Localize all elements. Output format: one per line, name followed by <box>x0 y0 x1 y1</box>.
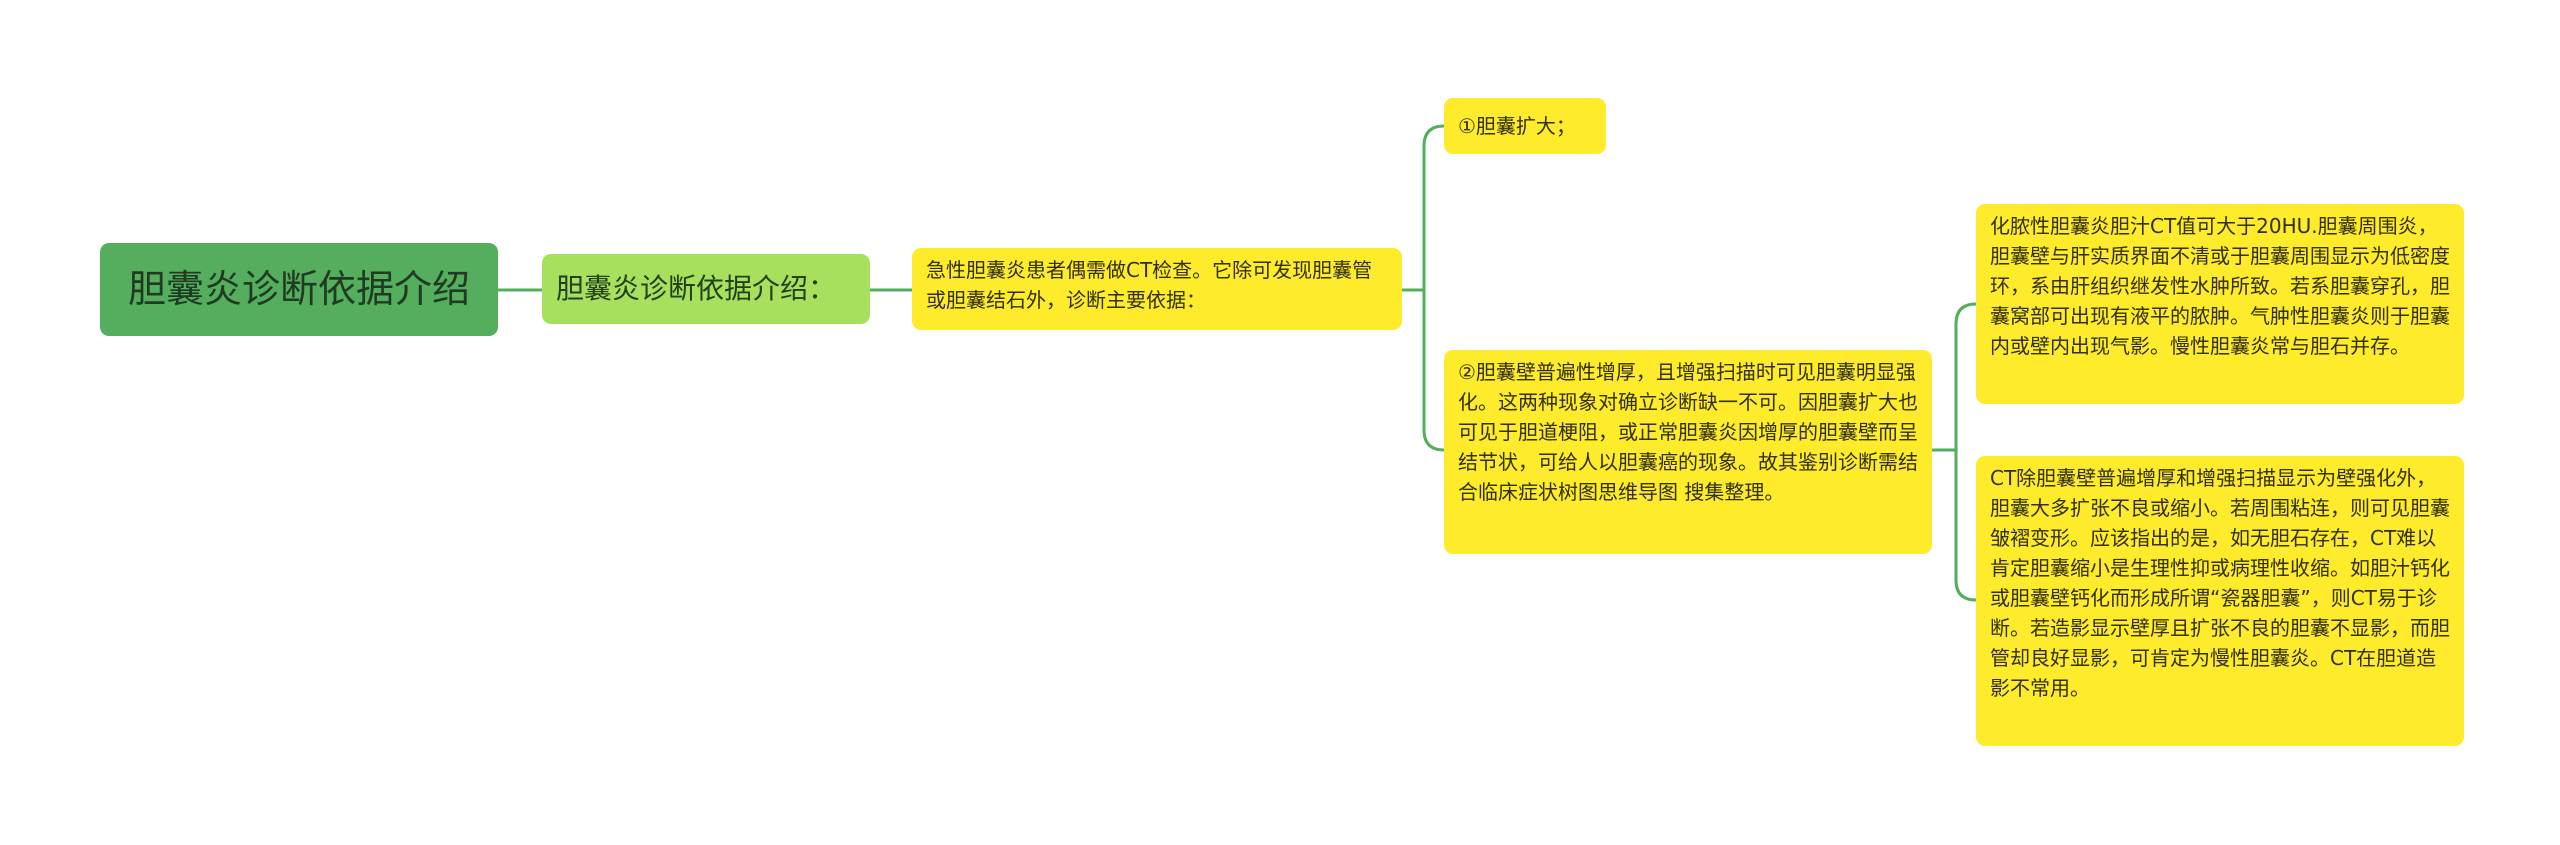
level4-topic-2-text: CT除胆囊壁普遍增厚和增强扫描显示为壁强化外，胆囊大多扩张不良或缩小。若周围粘连… <box>1990 466 2450 700</box>
level1-topic[interactable]: 胆囊炎诊断依据介绍： <box>542 254 870 324</box>
level3-topic-1[interactable]: ①胆囊扩大； <box>1444 98 1606 154</box>
level3-topic-2[interactable]: ②胆囊壁普遍性增厚，且增强扫描时可见胆囊明显强化。这两种现象对确立诊断缺一不可。… <box>1444 350 1932 554</box>
level3-topic-2-text: ②胆囊壁普遍性增厚，且增强扫描时可见胆囊明显强化。这两种现象对确立诊断缺一不可。… <box>1458 360 1918 504</box>
level3-topic-1-text: ①胆囊扩大； <box>1458 114 1576 138</box>
connector-level2-to-level3 <box>1400 124 1446 452</box>
level2-topic-text: 急性胆囊炎患者偶需做CT检查。它除可发现胆囊管或胆囊结石外，诊断主要依据： <box>926 258 1373 312</box>
level4-topic-1-text: 化脓性胆囊炎胆汁CT值可大于20HU.胆囊周围炎，胆囊壁与肝实质界面不清或于胆囊… <box>1990 214 2450 358</box>
connector-level3-to-level4 <box>1930 302 1978 602</box>
level4-topic-2[interactable]: CT除胆囊壁普遍增厚和增强扫描显示为壁强化外，胆囊大多扩张不良或缩小。若周围粘连… <box>1976 456 2464 746</box>
level2-topic[interactable]: 急性胆囊炎患者偶需做CT检查。它除可发现胆囊管或胆囊结石外，诊断主要依据： <box>912 248 1402 330</box>
level1-topic-label: 胆囊炎诊断依据介绍： <box>556 272 837 305</box>
level4-topic-1[interactable]: 化脓性胆囊炎胆汁CT值可大于20HU.胆囊周围炎，胆囊壁与肝实质界面不清或于胆囊… <box>1976 204 2464 404</box>
root-topic-label: 胆囊炎诊断依据介绍 <box>127 267 470 311</box>
root-topic[interactable]: 胆囊炎诊断依据介绍 <box>100 243 498 336</box>
